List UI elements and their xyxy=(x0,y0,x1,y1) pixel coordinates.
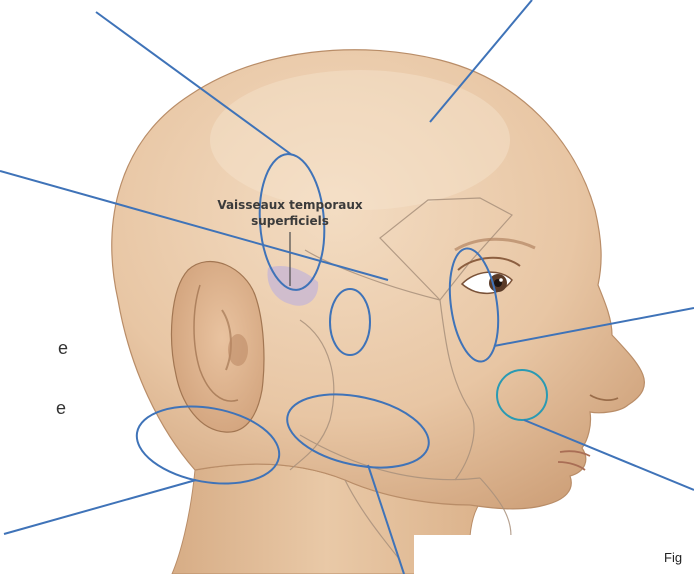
left-fragment-1: e xyxy=(58,338,68,358)
figure-caption-fragment: Fig xyxy=(664,550,682,565)
label-vessels-line1: Vaisseaux temporaux xyxy=(217,198,363,212)
skull-highlight xyxy=(210,70,510,210)
label-vessels-line2: superficiels xyxy=(251,214,329,228)
leader-neck xyxy=(4,480,196,534)
caption-mask xyxy=(414,535,644,574)
left-fragment-2: e xyxy=(56,398,66,418)
